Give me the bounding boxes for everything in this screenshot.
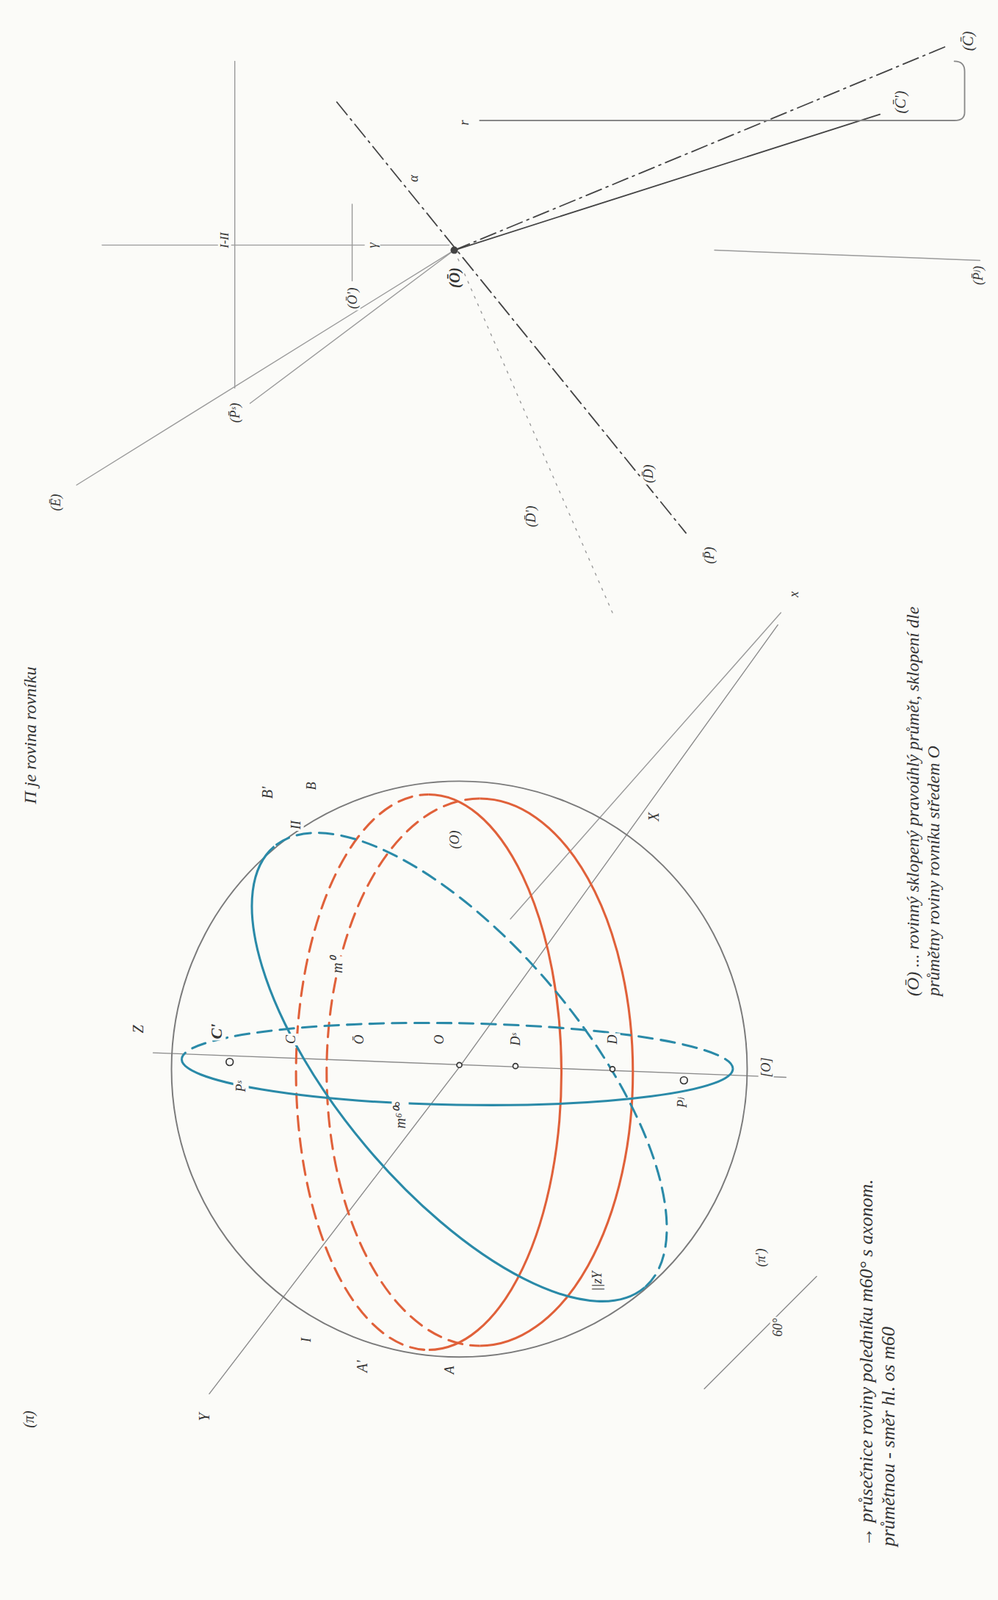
point-label: x [786,589,802,599]
point-label: [O] [757,1055,774,1079]
point-label: (C̄) [959,29,976,53]
point-label: (Ō') [344,285,360,310]
point-label: Y [196,1411,213,1423]
handwritten-note: → průsečnice roviny poledníku m60° s axo… [856,1147,901,1548]
point-label: D [605,1033,621,1046]
point-label: A [441,1364,457,1376]
point-label: (Ē) [48,492,64,512]
point-label: α [406,174,422,184]
point-label: m⁰ [328,955,346,974]
point-label: r [456,118,473,127]
point-label: (O) [446,828,462,850]
point-label: I [298,1335,315,1344]
handwritten-note: (Ō) ... rovinný sklopený pravoúhlý průmě… [903,553,944,998]
point-label: II [288,818,305,831]
point-label: (π) [19,1408,37,1429]
point-label: Dˢ [508,1031,524,1048]
point-label: (C̄') [891,89,909,116]
point-label: Pʲ [674,1095,690,1109]
point-label: (D̄') [522,504,539,529]
point-label: (P̄ˢ) [226,400,243,424]
point-label: γ [364,240,381,249]
point-label: (D̄) [640,462,656,484]
point-label: (Ō) [445,265,463,290]
point-label: (P̄) [702,545,718,566]
point-label: O [431,1033,447,1046]
point-label: A' [353,1358,371,1374]
point-label: Z [129,1023,147,1035]
point-label: I-II [218,230,232,249]
point-label: Π je rovina rovníku [20,664,42,805]
point-label: X [644,810,662,823]
point-label: B [304,780,320,792]
point-label: C [283,1033,299,1045]
point-label: C' [207,1021,226,1040]
point-label: Pˢ [233,1079,249,1094]
point-label: ||zY [589,1269,606,1293]
point-label: (P̄ʲ) [970,264,986,287]
point-label: m⁶⁰° [391,1100,409,1130]
point-label: 60° [770,1315,786,1338]
point-label: B' [259,784,277,800]
point-label: (π') [752,1246,769,1269]
point-label: Ō [351,1033,368,1046]
